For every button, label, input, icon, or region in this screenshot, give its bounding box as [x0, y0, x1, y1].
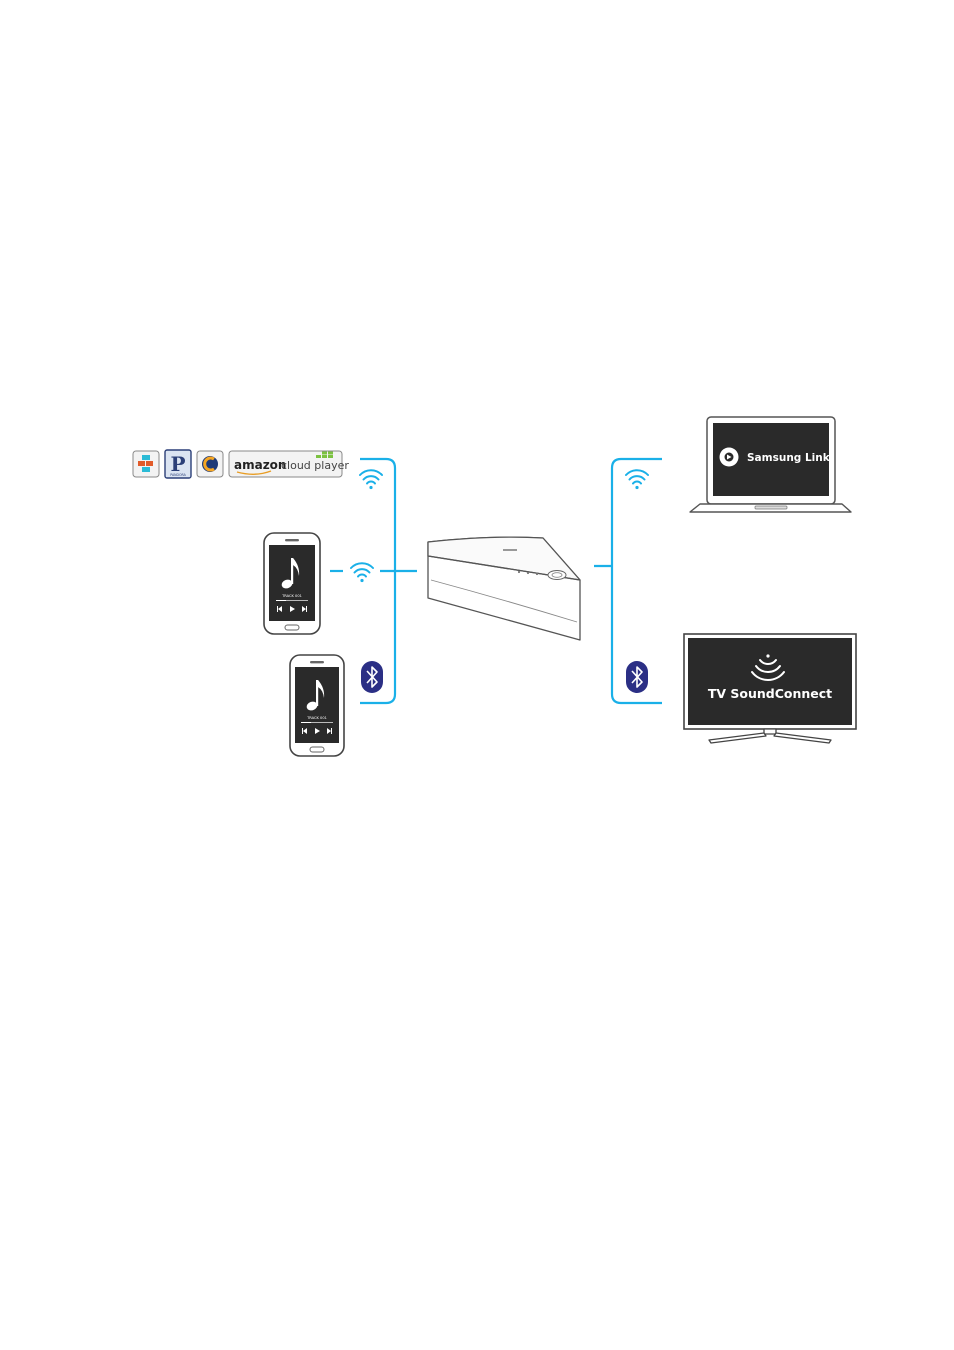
television: TV SoundConnect [684, 634, 856, 743]
tv-stand [709, 729, 831, 743]
samsung-link-icon [720, 448, 739, 467]
wireless-speaker [428, 537, 580, 640]
amazon-product: cloud player [281, 459, 349, 472]
bluetooth-icon [626, 661, 648, 693]
laptop: Samsung Link [690, 417, 851, 512]
smartphone: TRACK 001 [264, 533, 320, 634]
wifi-icon [360, 470, 382, 489]
smartphone: TRACK 001 [290, 655, 344, 756]
amazon-cloud-player-logo: amazon cloud player [229, 451, 349, 477]
track-label: TRACK 001 [281, 594, 302, 598]
bluetooth-icon [361, 661, 383, 693]
amazon-brand: amazon [234, 458, 286, 472]
samsung-link-label: Samsung Link [747, 452, 831, 464]
rhapsody-icon [197, 451, 223, 477]
tv-soundconnect-label: TV SoundConnect [708, 686, 832, 701]
wifi-icon [351, 563, 373, 582]
wifi-icon [626, 470, 648, 489]
tunein-icon [133, 451, 159, 477]
track-label: TRACK 001 [306, 716, 327, 720]
pandora-label: PANDORA [170, 473, 186, 477]
pandora-icon: P PANDORA [165, 450, 191, 478]
